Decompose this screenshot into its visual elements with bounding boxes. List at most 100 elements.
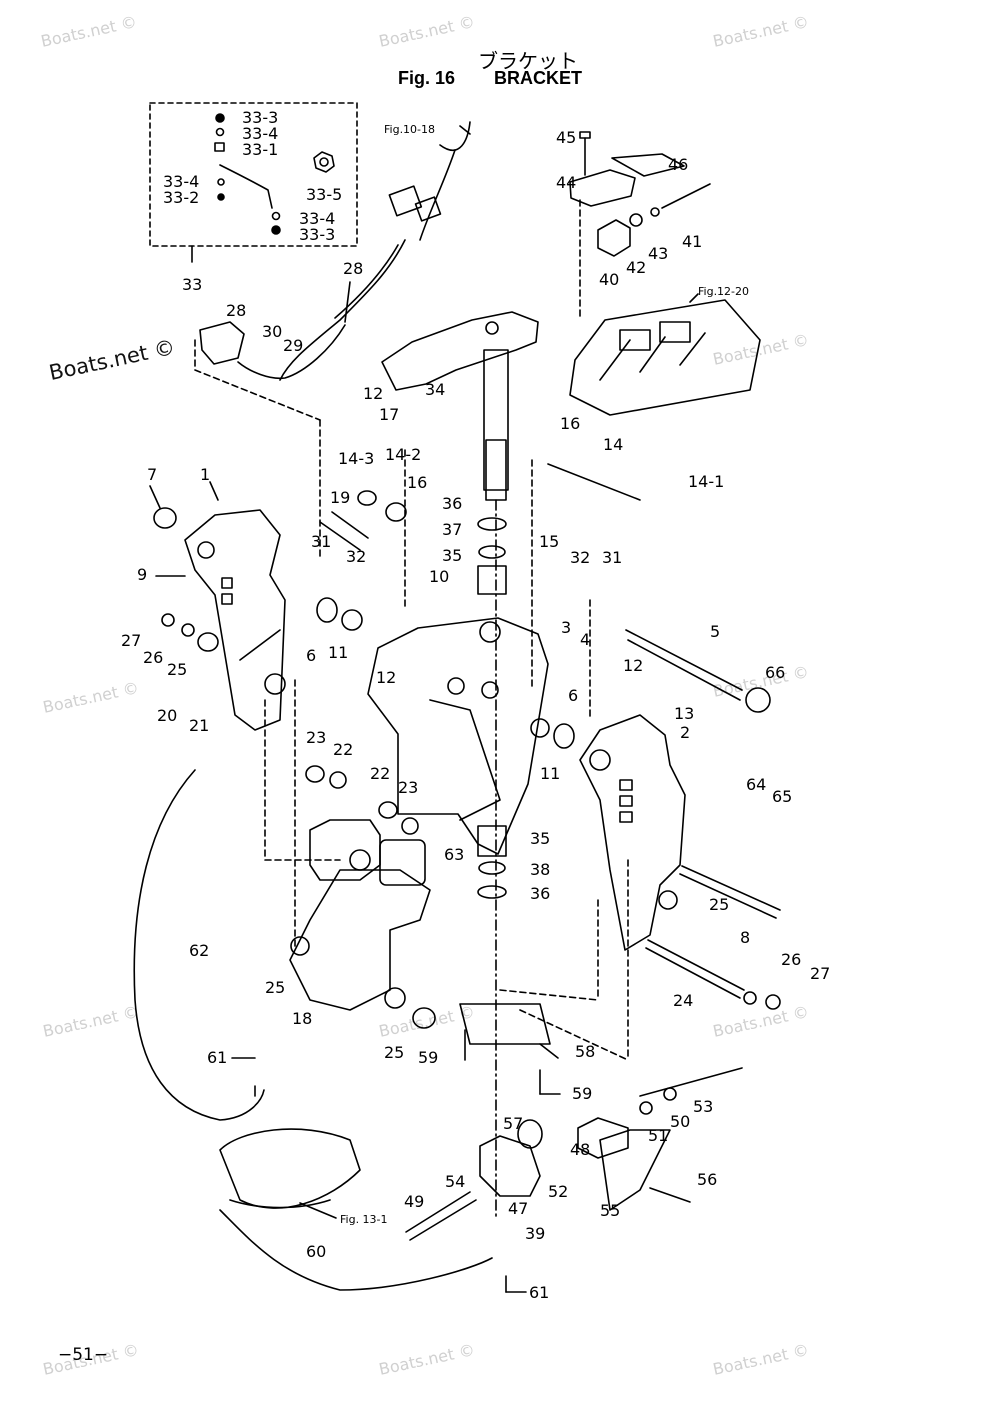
kit-33-parts [214, 113, 335, 235]
part-label: 12 [363, 384, 384, 403]
clamp-bracket-1 [184, 509, 286, 731]
clamp-bracket-2 [579, 714, 686, 951]
part-label: 12 [376, 668, 397, 687]
part-label: 19 [330, 488, 351, 507]
plate-58 [459, 1003, 551, 1045]
part-label: 52 [548, 1182, 569, 1201]
part-label: 60 [306, 1242, 327, 1261]
part-label: 14-2 [385, 445, 422, 464]
part-label: 33-4 [299, 209, 336, 228]
part-label: 40 [599, 270, 620, 289]
part-label: 56 [697, 1170, 718, 1189]
title-japanese: ブラケット [478, 49, 578, 73]
bracket-28 [199, 321, 245, 365]
part-label: 2 [680, 723, 691, 742]
part-label: 26 [781, 950, 802, 969]
part-label: 33-3 [299, 225, 336, 244]
assembly-guides [194, 339, 629, 1061]
part-label: 26 [143, 648, 164, 667]
part-label: 28 [343, 259, 364, 278]
leader-lines [149, 125, 743, 1293]
part-label: 25 [709, 895, 730, 914]
part-label: 33 [182, 275, 203, 294]
part-label: 29 [283, 336, 304, 355]
part-label: 66 [765, 663, 786, 682]
part-label: 27 [121, 631, 142, 650]
figure-ref-12-20: Fig.12-20 [698, 285, 750, 298]
part-label: 36 [530, 884, 551, 903]
part-label: 32 [570, 548, 591, 567]
figure-ref-10-18: Fig.10-18 [384, 123, 436, 136]
part-label: 22 [333, 740, 354, 759]
part-label: 22 [370, 764, 391, 783]
part-label: 33-4 [242, 124, 279, 143]
cable-62 [133, 769, 265, 1121]
part-label: 59 [418, 1048, 439, 1067]
part-label: 14-1 [688, 472, 725, 491]
bushings-washers [153, 490, 781, 1029]
part-label: 10 [429, 567, 450, 586]
part-label: 42 [626, 258, 647, 277]
part-label: 54 [445, 1172, 466, 1191]
part-label: 6 [568, 686, 579, 705]
rods-pins [319, 463, 781, 1241]
part-label: 25 [167, 660, 188, 679]
part-label: 4 [580, 630, 591, 649]
part-label: 17 [379, 405, 400, 424]
part-label: 16 [407, 473, 428, 492]
cowling-12-20 [569, 199, 761, 416]
part-label: 23 [306, 728, 327, 747]
part-label: 8 [740, 928, 751, 947]
part-label: 59 [572, 1084, 593, 1103]
part-label: 50 [670, 1112, 691, 1131]
part-label: 45 [556, 128, 577, 147]
part-label: 14-3 [338, 449, 375, 468]
kit-33-box [149, 102, 358, 247]
part-label: 64 [746, 775, 767, 794]
part-label: 49 [404, 1192, 425, 1211]
part-label: 20 [157, 706, 178, 725]
part-label: 58 [575, 1042, 596, 1061]
part-label: 47 [508, 1199, 529, 1218]
part-label: 36 [442, 494, 463, 513]
harness-10-18 [279, 121, 471, 381]
tilt-unit-18 [289, 819, 431, 1011]
part-label: 33-4 [163, 172, 200, 191]
part-label: 53 [693, 1097, 714, 1116]
part-label: 41 [682, 232, 703, 251]
part-label: 33-1 [242, 140, 279, 159]
part-label: 14 [603, 435, 624, 454]
part-label: 15 [539, 532, 560, 551]
part-label: 27 [810, 964, 831, 983]
part-label: 25 [384, 1043, 405, 1062]
part-label: 33-3 [242, 108, 279, 127]
part-label: 35 [530, 829, 551, 848]
part-label: 28 [226, 301, 247, 320]
part-label: 11 [540, 764, 561, 783]
part-label: 30 [262, 322, 283, 341]
part-label: 65 [772, 787, 793, 806]
part-label: 55 [600, 1201, 621, 1220]
part-label: 9 [137, 565, 148, 584]
part-label: 5 [710, 622, 721, 641]
part-label: 6 [306, 646, 317, 665]
figure-number: Fig. 16 [398, 68, 456, 88]
cable-60 [219, 1209, 493, 1291]
part-label: 35 [442, 546, 463, 565]
part-label: 48 [570, 1140, 591, 1159]
part-label: 33-2 [163, 188, 200, 207]
part-label: 21 [189, 716, 210, 735]
part-label: 63 [444, 845, 465, 864]
part-label: 43 [648, 244, 669, 263]
part-label: 38 [530, 860, 551, 879]
part-label: 7 [147, 465, 158, 484]
part-label: 61 [207, 1048, 228, 1067]
part-label: 34 [425, 380, 446, 399]
part-label: 11 [328, 643, 349, 662]
part-label: 61 [529, 1283, 550, 1302]
part-label: 31 [602, 548, 623, 567]
lower-casing-13-1 [219, 1128, 361, 1209]
figure-title: BRACKET [494, 68, 582, 88]
